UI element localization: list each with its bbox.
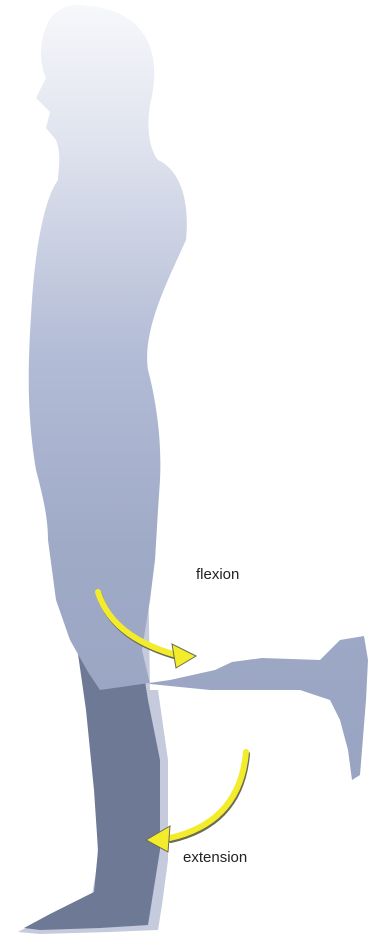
extension-label: extension bbox=[183, 849, 247, 866]
flexion-label: flexion bbox=[196, 566, 239, 583]
